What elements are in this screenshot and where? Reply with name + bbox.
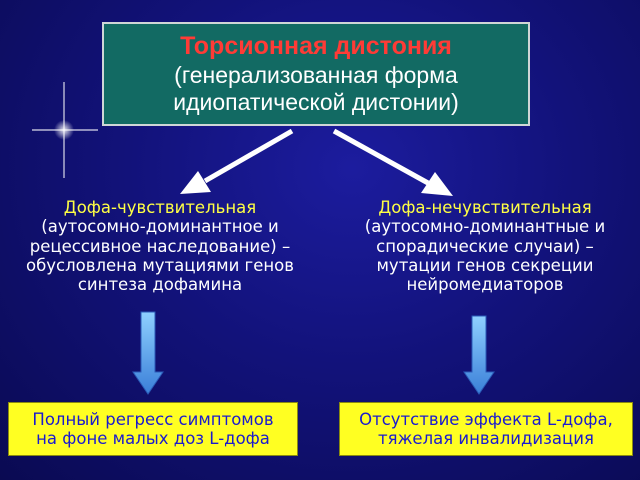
left-result-line-2: на фоне малых доз L-дофа <box>36 429 270 448</box>
flow-arrow-right <box>463 315 495 395</box>
left-branch-line: рецессивное наследование) – <box>29 236 291 256</box>
right-branch-line: нейромедиаторов <box>406 275 564 295</box>
right-branch-line: спорадические случаи) – <box>376 236 594 256</box>
title-subtitle-line-1: (генерализованная форма <box>174 61 458 88</box>
right-result-line-2: тяжелая инвалидизация <box>378 429 594 448</box>
right-branch-line: (аутосомно-доминантные и <box>364 217 606 237</box>
title-box: Торсионная дистония (генерализованная фо… <box>102 22 530 126</box>
left-branch: Дофа-чувствительная (аутосомно-доминантн… <box>1 198 319 294</box>
left-branch-line: синтеза дофамина <box>77 275 243 295</box>
left-result-line-1: Полный регресс симптомов <box>32 409 274 429</box>
right-branch-line: мутации генов секреции <box>376 255 594 275</box>
flow-arrow-left <box>132 311 164 395</box>
right-result-box: Отсутствие эффекта L-дофа, тяжелая инвал… <box>339 402 633 456</box>
arrow-title-to-left-branch <box>180 128 294 194</box>
right-branch: Дофа-нечувствительная (аутосомно-доминан… <box>326 198 640 294</box>
right-branch-heading: Дофа-нечувствительная <box>378 198 592 217</box>
sparkle-star-icon <box>32 82 98 178</box>
arrow-title-to-right-branch <box>332 128 453 196</box>
left-branch-line: обусловлена мутациями генов <box>26 255 294 275</box>
right-result-line-1: Отсутствие эффекта L-дофа, <box>359 409 613 429</box>
title-subtitle-line-2: идиопатической дистонии) <box>173 88 459 115</box>
title-main: Торсионная дистония <box>180 32 452 61</box>
left-result-box: Полный регресс симптомов на фоне малых д… <box>8 402 298 456</box>
left-branch-line: (аутосомно-доминантное и <box>41 217 279 237</box>
left-branch-heading: Дофа-чувствительная <box>63 198 257 217</box>
